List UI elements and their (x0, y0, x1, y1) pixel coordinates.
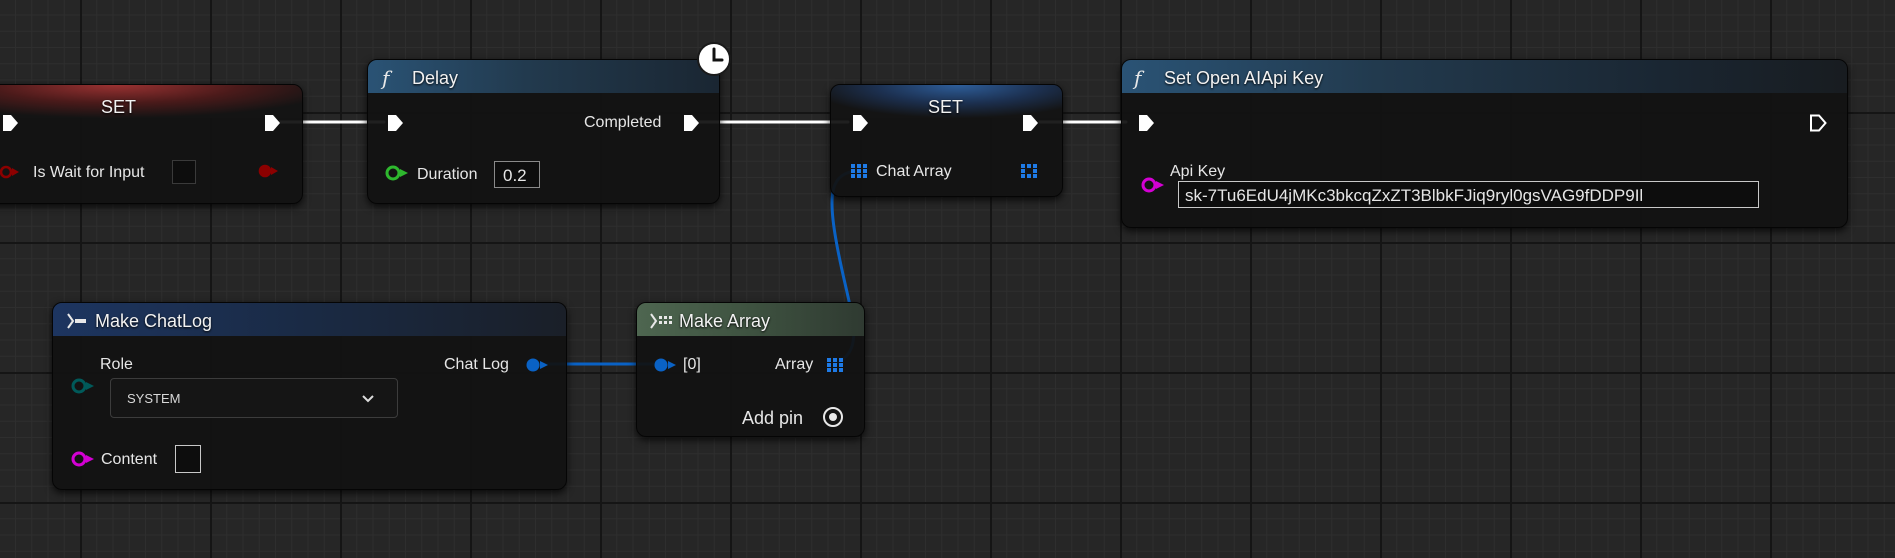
exec-in-pin[interactable] (1, 114, 19, 132)
content-label: Content (101, 451, 158, 468)
make-chatlog-node[interactable]: Make ChatLog Role SYSTEM Content Chat Lo… (52, 302, 567, 490)
set-openai-api-key-node[interactable]: f Set Open AIApi Key Api Key sk-7Tu6EdU4… (1121, 59, 1848, 228)
exec-out-pin[interactable] (1809, 114, 1827, 132)
make-array-node[interactable]: Make Array [0] Array Add pin (636, 302, 865, 437)
completed-label: Completed (584, 114, 662, 131)
exec-in-pin[interactable] (1137, 114, 1155, 132)
array-in-pin[interactable] (851, 164, 869, 178)
chat-array-label: Chat Array (876, 163, 952, 180)
bool-in-pin[interactable] (0, 165, 21, 179)
completed-exec-pin[interactable] (682, 114, 700, 132)
api-key-value: sk-7Tu6EdU4jMKc3bkcqZxZT3BlbkFJiq9ryl0gs… (1185, 186, 1644, 205)
role-dropdown[interactable]: SYSTEM (110, 378, 398, 418)
set-is-wait-node[interactable]: SET Is Wait for Input (0, 84, 303, 204)
node-title: Set Open AIApi Key (1164, 68, 1324, 88)
add-pin-button[interactable]: Add pin (742, 405, 854, 429)
array-index-label: [0] (683, 356, 701, 373)
node-header (368, 60, 719, 93)
node-header (1122, 60, 1847, 93)
chevron-down-icon (362, 395, 374, 403)
delay-node[interactable]: f Delay Completed Duration 0.2 (367, 59, 720, 204)
set-chat-array-node[interactable]: SET Chat Array (830, 84, 1063, 197)
float-in-pin[interactable] (385, 165, 411, 181)
node-title: SET (928, 97, 964, 117)
role-label: Role (100, 356, 133, 373)
exec-out-pin[interactable] (1021, 114, 1039, 132)
array-out-pin[interactable] (1021, 164, 1039, 178)
make-array-icon (650, 313, 672, 329)
exec-in-pin[interactable] (851, 114, 869, 132)
is-wait-checkbox[interactable] (172, 160, 196, 184)
function-icon: f (382, 66, 390, 90)
clock-icon (697, 42, 731, 76)
duration-value: 0.2 (503, 166, 527, 185)
string-in-pin[interactable] (71, 451, 97, 467)
struct-out-pin[interactable] (525, 357, 551, 373)
chat-log-output-label: Chat Log (444, 356, 509, 373)
exec-in-pin[interactable] (386, 114, 404, 132)
make-struct-icon (67, 313, 86, 329)
string-in-pin[interactable] (1141, 177, 1167, 193)
duration-label: Duration (417, 166, 478, 183)
role-dropdown-value: SYSTEM (127, 391, 181, 406)
function-icon: f (1134, 66, 1142, 90)
node-title: Make Array (679, 311, 771, 331)
enum-in-pin[interactable] (71, 378, 97, 394)
add-pin-icon (823, 407, 843, 427)
array-out-pin[interactable] (827, 358, 845, 372)
node-header (0, 85, 302, 118)
api-key-input[interactable]: sk-7Tu6EdU4jMKc3bkcqZxZT3BlbkFJiq9ryl0gs… (1178, 181, 1759, 208)
duration-input[interactable]: 0.2 (494, 161, 540, 188)
struct-in-pin[interactable] (653, 357, 679, 373)
exec-out-pin[interactable] (263, 114, 281, 132)
bool-out-pin[interactable] (258, 164, 280, 178)
node-header (831, 85, 1062, 118)
node-title: Delay (412, 68, 459, 88)
node-header (53, 303, 566, 336)
add-pin-label: Add pin (742, 408, 804, 428)
api-key-label: Api Key (1170, 163, 1226, 180)
array-output-label: Array (775, 356, 814, 373)
content-input[interactable] (175, 445, 201, 473)
node-title: SET (101, 97, 137, 117)
is-wait-for-input-label: Is Wait for Input (33, 164, 145, 181)
node-title: Make ChatLog (95, 311, 213, 331)
node-header (637, 303, 864, 336)
